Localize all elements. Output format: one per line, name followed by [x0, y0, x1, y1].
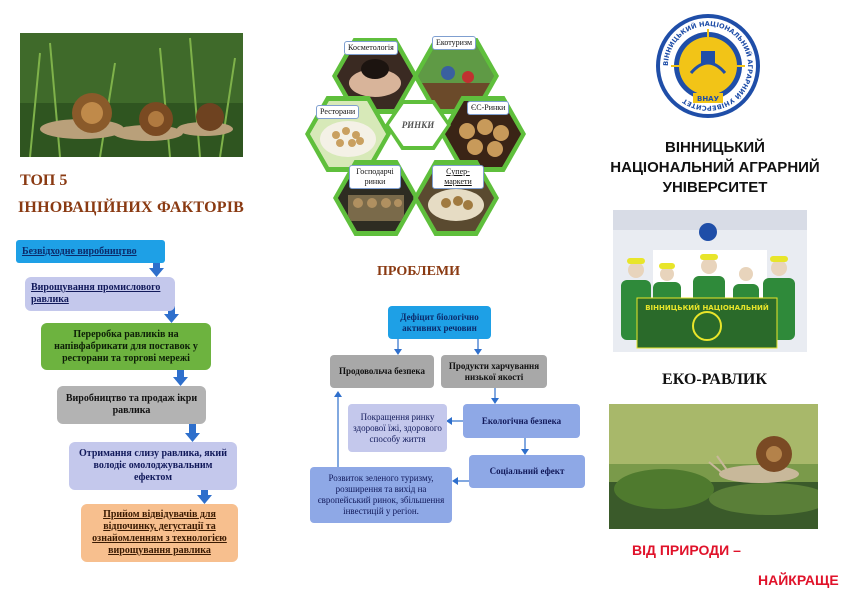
problem-low-quality-food: Продукти харчування низької якості	[441, 355, 547, 388]
problem-deficit: Дефіцит біологічно активних речовин	[388, 306, 491, 339]
eko-ravlyk-title: ЕКО-РАВЛИК	[662, 371, 767, 388]
team-photo: ВІННИЦЬКИЙ НАЦІОНАЛЬНИЙ	[613, 210, 807, 352]
problem-ecological-label: Екологічна безпека	[481, 415, 562, 426]
problem-healthy-market: Покращення ринку здорової їжі, здорового…	[348, 404, 447, 452]
university-name-line-2: НАЦІОНАЛЬНИЙ АГРАРНИЙ	[610, 159, 820, 176]
market-label-eu-markets: ЄС-Ринки	[467, 101, 510, 115]
market-label-cosmetology: Косметологія	[344, 41, 398, 55]
university-name-line-3: УНІВЕРСИТЕТ	[662, 179, 768, 196]
problem-ecological-safety: Екологічна безпека	[463, 404, 580, 438]
problem-healthy-market-label: Покращення ринку здорової їжі, здорового…	[353, 411, 442, 444]
problem-social-effect: Соціальний ефект	[469, 455, 585, 488]
factor-step-4-label: Виробництво та продаж ікри равлика	[65, 393, 198, 416]
problem-social-label: Соціальний ефект	[489, 466, 565, 476]
slogan-line-2: НАЙКРАЩЕ	[758, 572, 839, 588]
factor-step-1: Безвідходне виробництво	[16, 240, 165, 263]
markets-center-hex: РИНКИ	[385, 100, 451, 150]
top5-heading: ТОП 5	[20, 172, 68, 189]
problem-deficit-label: Дефіцит біологічно активних речовин	[400, 311, 479, 333]
slogan-line-1: ВІД ПРИРОДИ –	[632, 542, 741, 558]
market-label-restaurants: Ресторани	[316, 105, 360, 119]
innovation-factors-heading: ІННОВАЦІЙНИХ ФАКТОРІВ	[18, 199, 245, 216]
problem-food-security-label: Продовольча безпека	[339, 366, 425, 376]
market-label-supermarkets: Супер-маркети	[432, 165, 484, 189]
factor-step-6-label: Прийом відвідувачів для відпочинку, дегу…	[92, 509, 227, 556]
university-name: ВІННИЦЬКИЙ НАЦІОНАЛЬНИЙ АГРАРНИЙ УНІВЕРС…	[588, 138, 842, 198]
factor-step-1-label: Безвідходне виробництво	[22, 245, 137, 257]
factor-step-5: Отримання слизу равлика, який володіє ом…	[69, 442, 237, 490]
market-label-ecotourism: Екотуризм	[432, 36, 477, 50]
snails-on-grass-photo	[20, 33, 243, 157]
snail-water-photo	[609, 404, 818, 529]
factor-step-3-label: Переробка равликів на напівфабрикати для…	[54, 328, 198, 364]
problem-green-tourism-label: Розвиток зеленого туризму, розширення та…	[317, 473, 445, 516]
factor-step-5-label: Отримання слизу равлика, який володіє ом…	[79, 448, 227, 483]
team-banner-text: ВІННИЦЬКИЙ НАЦІОНАЛЬНИЙ	[645, 303, 769, 312]
factor-step-2: Вирощування промислового равлика	[25, 277, 175, 311]
factor-step-4: Виробництво та продаж ікри равлика	[57, 386, 206, 424]
problem-green-tourism: Розвиток зеленого туризму, розширення та…	[310, 467, 452, 523]
problem-low-quality-label: Продукти харчування низької якості	[448, 360, 540, 382]
factor-flow-arrows	[149, 258, 212, 504]
university-name-line-1: ВІННИЦЬКИЙ	[665, 139, 765, 156]
problem-food-security: Продовольча безпека	[330, 355, 434, 388]
factor-step-6: Прийом відвідувачів для відпочинку, дегу…	[81, 504, 238, 562]
factor-step-2-label: Вирощування промислового равлика	[31, 282, 161, 305]
logo-abbr: ВНАУ	[697, 95, 720, 103]
market-label-farm-markets: Господарчі ринки	[349, 165, 401, 189]
problems-heading: ПРОБЛЕМИ	[377, 264, 461, 279]
problems-connectors	[334, 339, 529, 485]
markets-center-label: РИНКИ	[389, 104, 447, 146]
factor-step-3: Переробка равликів на напівфабрикати для…	[41, 323, 211, 370]
university-logo: ВІННИЦЬКИЙ НАЦІОНАЛЬНИЙ АГРАРНИЙ УНІВЕРС…	[655, 13, 761, 119]
